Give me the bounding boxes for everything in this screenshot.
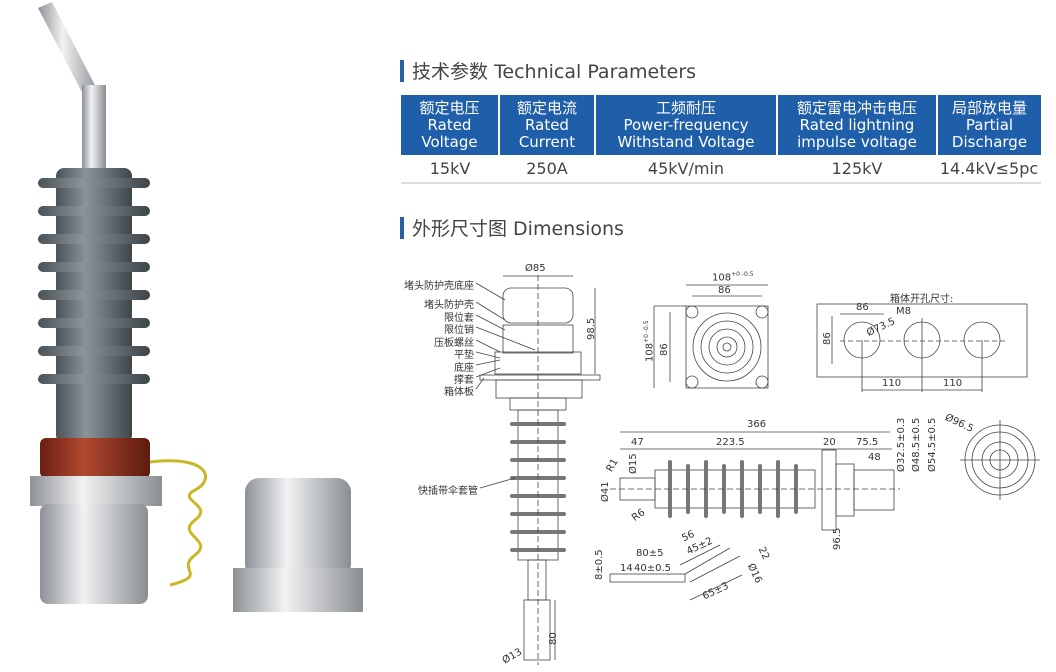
cutout-title: 箱体开孔尺寸: <box>890 294 954 305</box>
dim-label: 86 <box>718 285 731 296</box>
part-label: 撑套 <box>454 375 474 386</box>
dim-label: 80±5 <box>636 548 664 559</box>
dim-label: Ø85 <box>525 263 546 274</box>
dim-label: Ø48.5±0.5 <box>911 417 922 472</box>
dim-label: 98.5 <box>586 317 597 340</box>
dim-label: 110 <box>943 378 963 389</box>
dim-label: 86 <box>822 332 833 345</box>
part-label: 限位套 <box>444 313 474 324</box>
part-label: 压板螺丝 <box>434 338 474 349</box>
table-cell: 250A <box>499 155 595 184</box>
part-label: 底座 <box>454 363 474 374</box>
part-label: 平垫 <box>454 350 474 361</box>
table-cell: 15kV <box>401 155 499 184</box>
dim-label: Ø41 <box>600 481 611 502</box>
dim-label: Ø54.5±0.5 <box>927 417 938 472</box>
technical-parameters-heading: 技术参数 Technical Parameters <box>400 57 696 84</box>
dim-label: 47 <box>631 437 644 448</box>
dim-label: 110 <box>882 378 902 389</box>
dim-label: 366 <box>747 419 767 430</box>
part-label: 箱体板 <box>444 387 474 398</box>
dim-label: 75.5 <box>856 437 879 448</box>
dim-label: 96.5 <box>832 527 843 550</box>
part-label: 堵头防护壳 <box>424 300 474 311</box>
dim-label: Ø15 <box>628 453 639 474</box>
table-row: 15kV 250A 45kV/min 125kV 14.4kV≤5pc <box>401 155 1041 184</box>
dim-label: 48 <box>868 452 881 463</box>
dimensions-heading: 外形尺寸图 Dimensions <box>400 214 624 241</box>
dim-label: 40±0.5 <box>634 563 672 574</box>
dim-label: Ø32.5±0.3 <box>896 417 907 472</box>
part-label: 快插带伞套管 <box>418 486 478 497</box>
dim-label: M8 <box>896 306 911 317</box>
table-cell: 125kV <box>777 155 937 184</box>
part-label: 堵头防护壳底座 <box>404 281 474 292</box>
table-cell: 45kV/min <box>595 155 777 184</box>
dim-label: 86 <box>856 302 869 313</box>
dim-label: 108+0 -0.5 <box>643 320 656 362</box>
dim-label: 8±0.5 <box>594 549 605 580</box>
dim-label: 223.5 <box>716 437 745 448</box>
product-photo <box>30 2 363 612</box>
dim-label: 108+0 -0.5 <box>712 271 754 284</box>
table-cell: 14.4kV≤5pc <box>937 155 1041 184</box>
dim-label: 86 <box>659 343 670 356</box>
dim-label: 20 <box>823 437 836 448</box>
dim-label: 80 <box>548 632 559 645</box>
dim-label: 14 <box>620 563 633 574</box>
part-label: 限位销 <box>444 325 474 336</box>
